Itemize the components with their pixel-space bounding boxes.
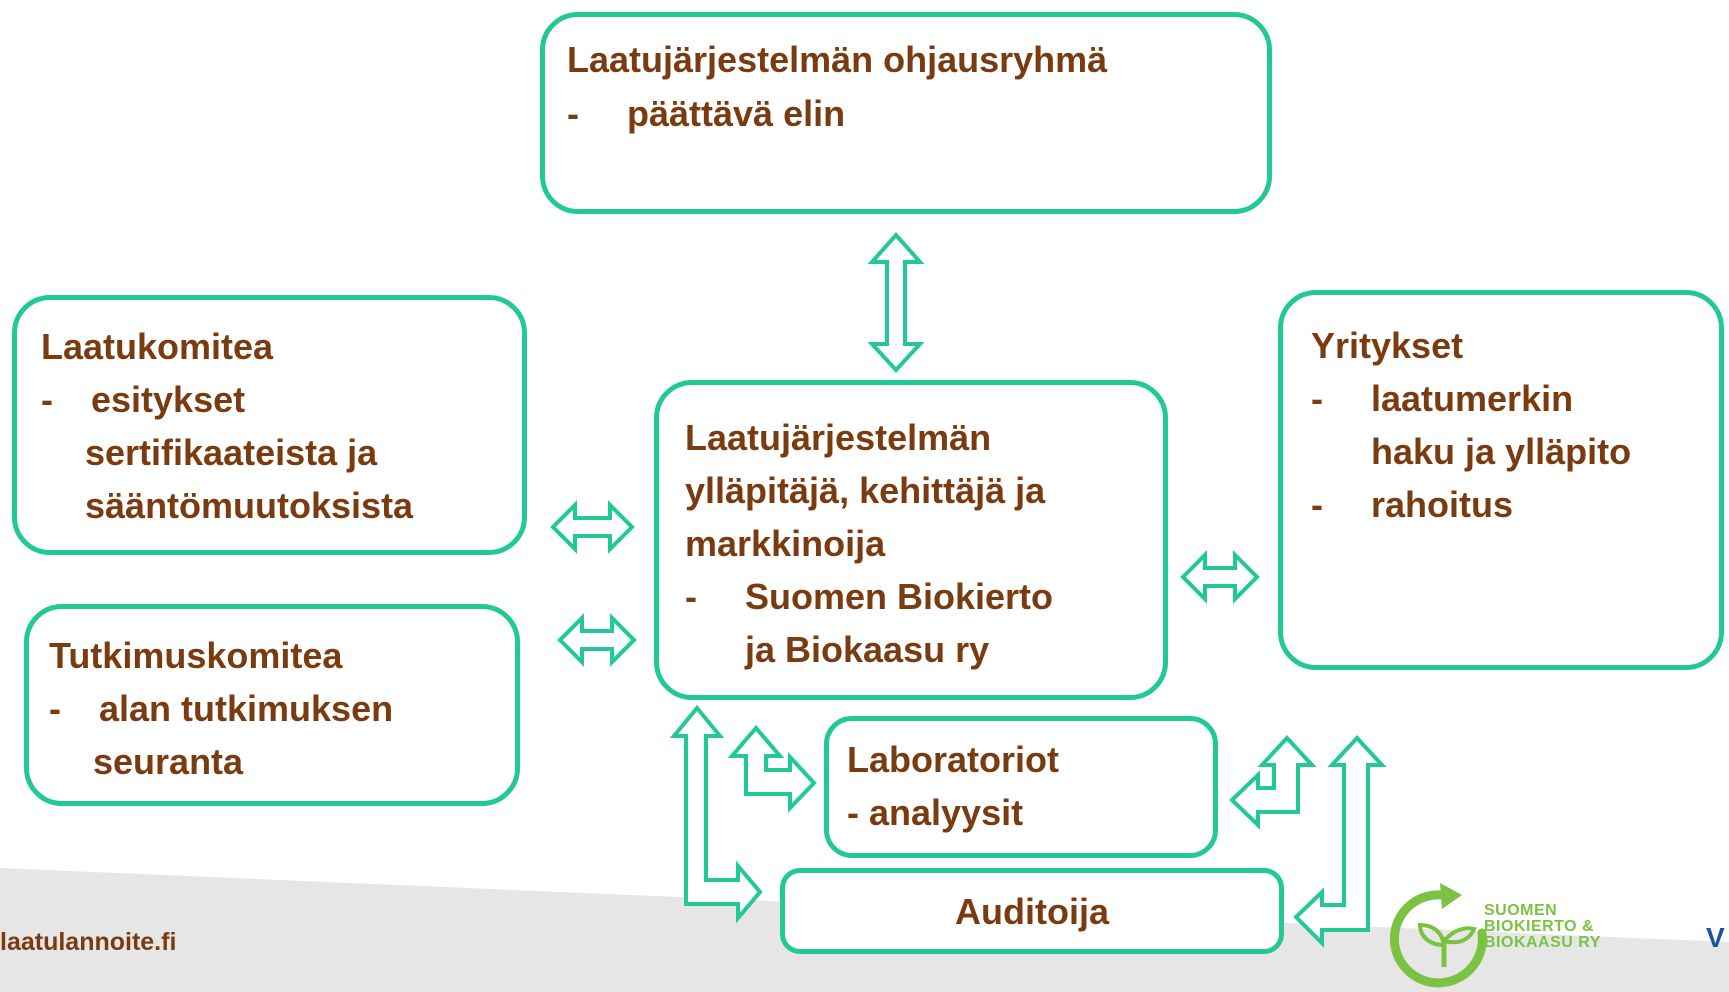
companies-box: Yritykset - laatumerkin haku ja ylläpito… [1278,290,1724,670]
bent-arrow-up-right-icon [669,704,763,924]
logo-line: BIOKIERTO & [1484,918,1595,935]
biokierto-logo-icon [1389,883,1487,988]
logo-line: BIOKAASU RY [1484,934,1601,951]
companies-item: haku ja ylläpito [1371,431,1632,472]
logo-line: SUOMEN [1484,902,1558,919]
bullet-dash: - [49,688,61,729]
steering-group-title: Laatujärjestelmän ohjausryhmä [567,39,1108,80]
double-arrow-horizontal-icon [550,500,635,554]
quality-committee-title: Laatukomitea [41,326,274,367]
auditor-box: Auditoija [780,868,1284,954]
partner-logo-icon: V [1706,922,1725,953]
maintainer-title-line: ylläpitäjä, kehittäjä ja [685,470,1046,511]
quality-committee-item: esitykset [91,379,246,420]
maintainer-box: Laatujärjestelmän ylläpitäjä, kehittäjä … [654,380,1168,700]
maintainer-item: Suomen Biokierto [745,576,1054,617]
bent-arrow-up-left-icon [1293,735,1387,948]
research-committee-box: Tutkimuskomitea - alan tutkimuksen seura… [24,604,520,806]
bent-arrow-up-right-icon [727,724,817,813]
companies-item: rahoitus [1371,484,1514,525]
logo-text: SUOMEN BIOKIERTO & BIOKAASU RY [1484,903,1601,951]
research-committee-title: Tutkimuskomitea [49,635,343,676]
bullet-dash: - [1311,378,1323,419]
footer-url[interactable]: laatulannoite.fi [0,928,177,956]
auditor-title: Auditoija [955,891,1109,932]
companies-title: Yritykset [1311,325,1464,366]
bullet-dash: - [567,93,579,134]
quality-committee-item: sertifikaateista ja [85,432,378,473]
steering-group-item: päättävä elin [627,93,846,134]
laboratories-title: Laboratoriot [847,739,1059,780]
bullet-dash: - [1311,484,1323,525]
bullet-dash: - [41,379,53,420]
research-committee-item: seuranta [93,741,244,782]
bent-arrow-up-left-icon [1229,735,1317,830]
double-arrow-horizontal-icon [1180,550,1260,604]
double-arrow-vertical-icon [867,231,925,373]
maintainer-item: ja Biokaasu ry [745,629,990,670]
double-arrow-horizontal-icon [557,613,637,667]
quality-committee-item: sääntömuutoksista [85,485,414,526]
laboratories-box: Laboratoriot - analyysit [824,716,1218,858]
maintainer-title-line: Laatujärjestelmän [685,417,992,458]
research-committee-item: alan tutkimuksen [99,688,394,729]
companies-item: laatumerkin [1371,378,1574,419]
laboratories-item: - analyysit [847,792,1024,833]
quality-committee-box: Laatukomitea - esitykset sertifikaateist… [12,295,527,555]
maintainer-title-line: markkinoija [685,523,886,564]
steering-group-box: Laatujärjestelmän ohjausryhmä - päättävä… [540,12,1272,214]
bullet-dash: - [685,576,697,617]
